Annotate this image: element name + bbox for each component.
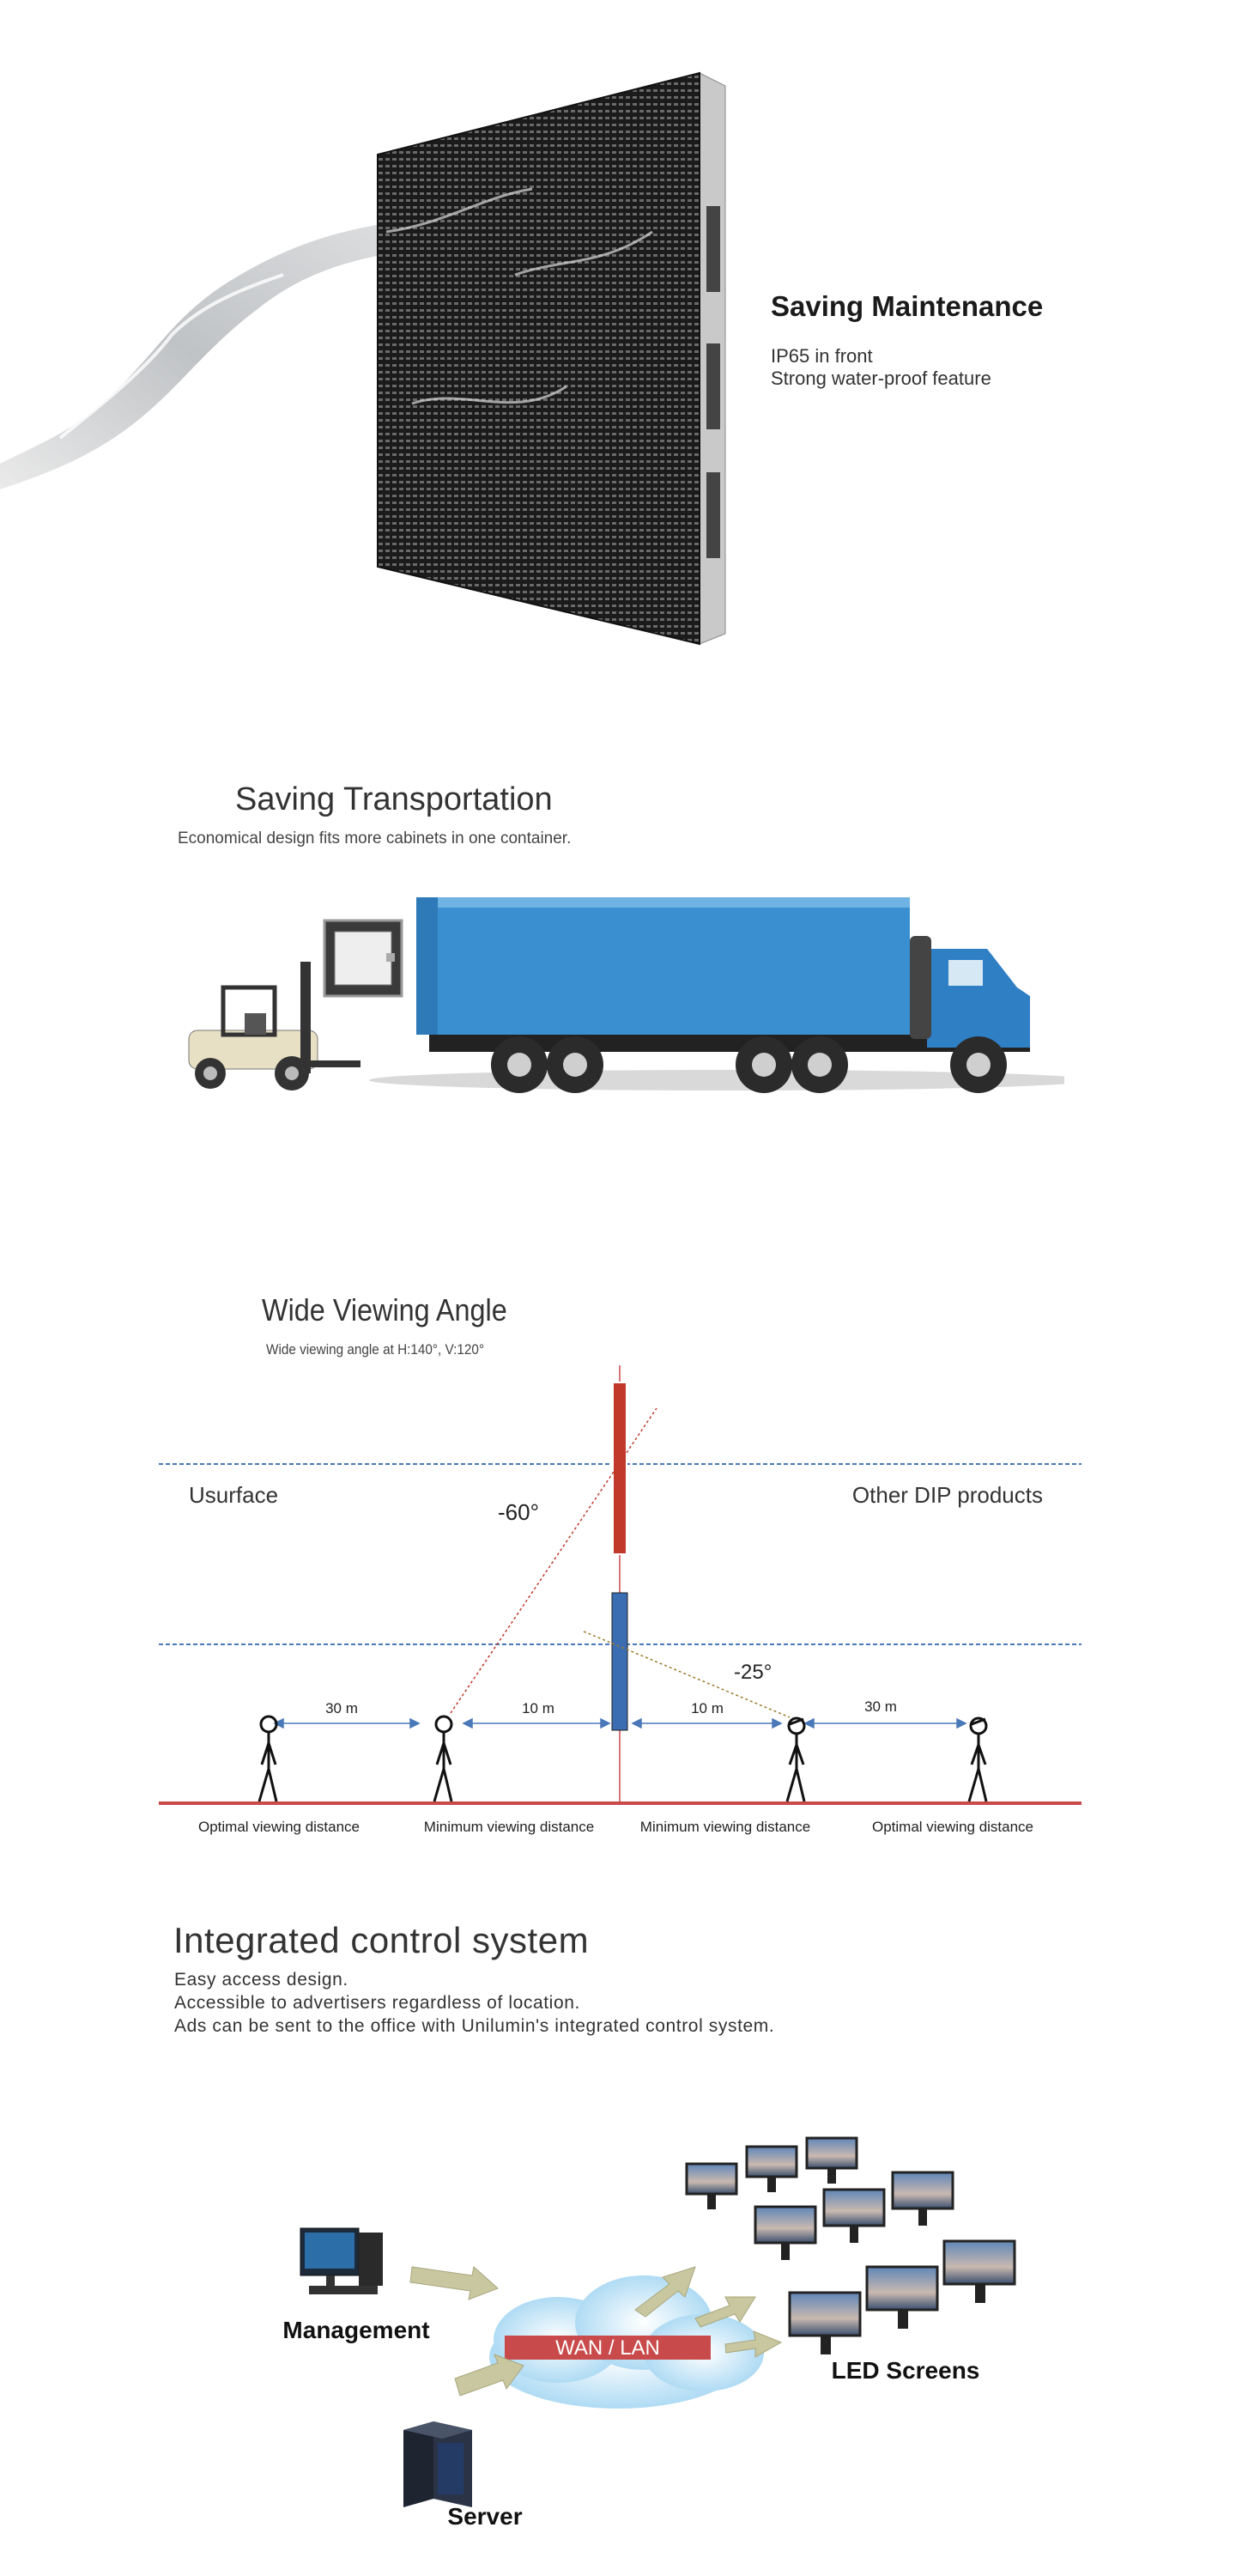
maintenance-line-1: IP65 in front [771, 345, 873, 367]
server-label: Server [447, 2503, 522, 2530]
control-network-diagram: WAN / LAN Management Server LED Screens [282, 2136, 1016, 2530]
led-screen-icon [685, 2162, 738, 2209]
caption-3: Minimum viewing distance [640, 1819, 810, 1835]
network-label-bar [505, 2336, 711, 2360]
control-title: Integrated control system [173, 1920, 590, 1960]
arrow-cloud-to-server [454, 2354, 524, 2397]
maintenance-description: IP65 in front Strong water-proof feature [771, 345, 991, 390]
led-screen-icon [745, 2145, 798, 2192]
angle-line-25 [583, 1631, 791, 1718]
transportation-subtitle: Economical design fits more cabinets in … [178, 829, 572, 848]
arrow-to-screens-top [634, 2266, 696, 2318]
truck-icon [416, 897, 1030, 1093]
distance-label-1: 30 m [325, 1700, 358, 1716]
transportation-title: Saving Transportation [235, 781, 553, 817]
flight-case-icon [323, 919, 403, 998]
led-screen-icon [788, 2291, 862, 2354]
led-screen-icon [754, 2205, 817, 2260]
control-line-1: Easy access design. [174, 1970, 348, 1990]
angle-label-25: -25° [734, 1661, 772, 1684]
control-line-2: Accessible to advertisers regardless of … [174, 1993, 580, 2013]
management-label: Management [282, 2317, 429, 2343]
led-screen-icon [942, 2239, 1016, 2303]
person-icon-2 [433, 1715, 453, 1802]
control-line-3: Ads can be sent to the office with Unilu… [174, 2016, 775, 2036]
arrows [409, 2266, 783, 2397]
truck-forklift-illustration [188, 897, 1064, 1093]
angle-label-60: -60° [498, 1499, 539, 1525]
led-screen-icon [891, 2171, 954, 2226]
distance-label-3: 10 m [691, 1700, 724, 1716]
viewing-subtitle: Wide viewing angle at H:140°, V:120° [266, 1341, 485, 1358]
viewing-title: Wide Viewing Angle [262, 1292, 507, 1327]
network-label: WAN / LAN [555, 2336, 660, 2360]
person-icon-4 [967, 1716, 988, 1802]
maintenance-title: Saving Maintenance [771, 290, 1044, 322]
cabinet-front [377, 71, 700, 646]
led-screen-icon [822, 2188, 886, 2243]
blue-screen-bar [611, 1592, 628, 1731]
forklift-icon [188, 962, 360, 1091]
control-description: Easy access design. Accessible to advert… [174, 1968, 774, 2038]
caption-1: Optimal viewing distance [198, 1819, 360, 1835]
computer-icon [300, 2227, 383, 2294]
led-cabinet-water-illustration [0, 71, 726, 646]
water-stream [0, 223, 391, 489]
maintenance-line-2: Strong water-proof feature [771, 368, 991, 389]
led-screen-cluster [685, 2136, 1016, 2354]
red-screen-bar [612, 1382, 627, 1555]
usurface-label: Usurface [189, 1482, 278, 1508]
person-icon-3 [785, 1716, 806, 1802]
viewing-angle-diagram: Usurface Other DIP products -60° -25° 30… [159, 1365, 1082, 1835]
led-screen-icon [805, 2136, 858, 2184]
distance-label-2: 10 m [522, 1700, 554, 1716]
person-icon-1 [258, 1715, 278, 1802]
led-screen-icon [865, 2265, 939, 2329]
arrow-to-screens-low [724, 2330, 783, 2358]
distance-label-4: 30 m [864, 1698, 897, 1715]
arrow-to-screens-mid [694, 2296, 756, 2328]
server-icon [403, 2421, 472, 2507]
other-dip-label: Other DIP products [852, 1482, 1043, 1508]
caption-4: Optimal viewing distance [872, 1819, 1033, 1835]
caption-2: Minimum viewing distance [424, 1819, 594, 1835]
led-screens-label: LED Screens [832, 2357, 980, 2384]
arrow-management-to-cloud [409, 2266, 499, 2300]
